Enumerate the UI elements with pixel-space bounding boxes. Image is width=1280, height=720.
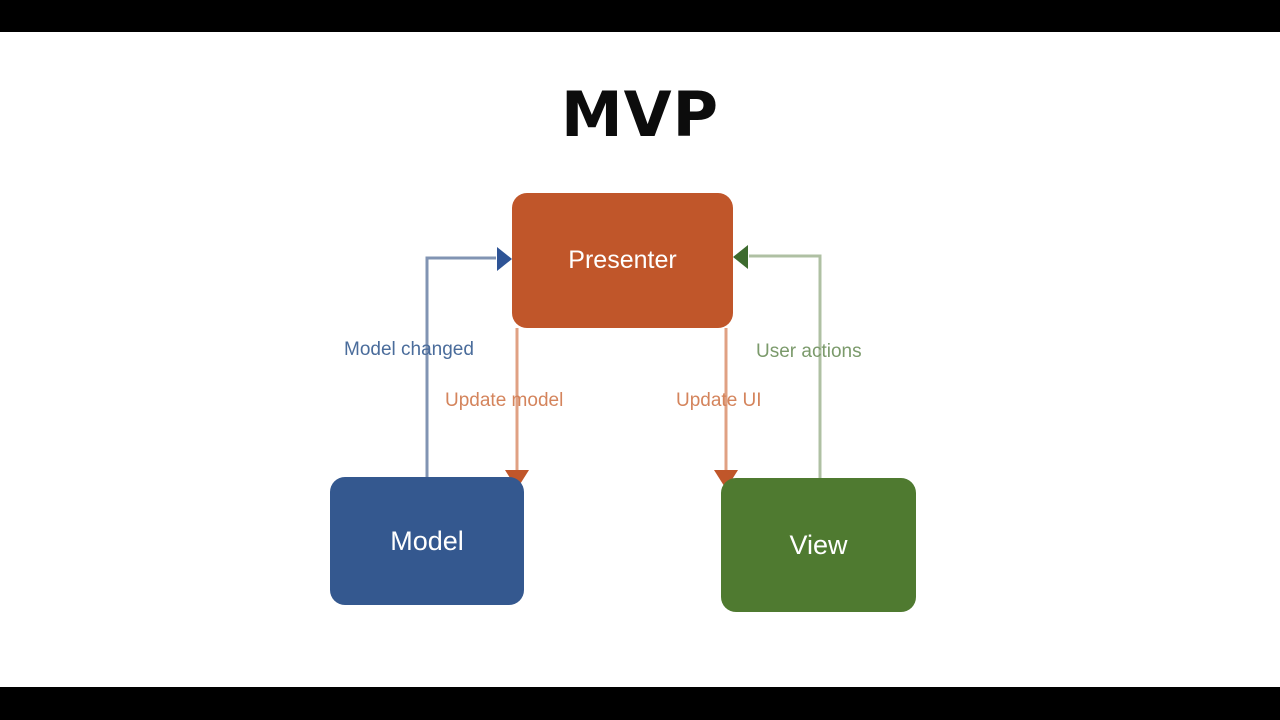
edge-update-ui <box>714 328 738 489</box>
letterbox-top <box>0 0 1280 32</box>
edge-model-changed <box>425 247 512 478</box>
edge-label-user-actions: User actions <box>756 341 862 362</box>
page-title: MVP <box>560 78 720 151</box>
node-view[interactable]: View <box>721 478 916 612</box>
edge-label-model-changed: Model changed <box>344 339 474 360</box>
edge-label-update-model: Update model <box>445 390 564 411</box>
slide-content: MVP Presenter <box>0 32 1280 687</box>
connector-layer <box>425 245 822 489</box>
node-presenter-label: Presenter <box>568 246 677 274</box>
edge-label-update-ui: Update UI <box>676 390 762 411</box>
node-presenter[interactable]: Presenter <box>512 193 733 328</box>
node-model-label: Model <box>390 525 464 556</box>
node-model[interactable]: Model <box>330 477 524 605</box>
letterbox-bottom <box>0 687 1280 720</box>
node-view-label: View <box>789 529 848 560</box>
edge-user-actions <box>733 245 822 479</box>
